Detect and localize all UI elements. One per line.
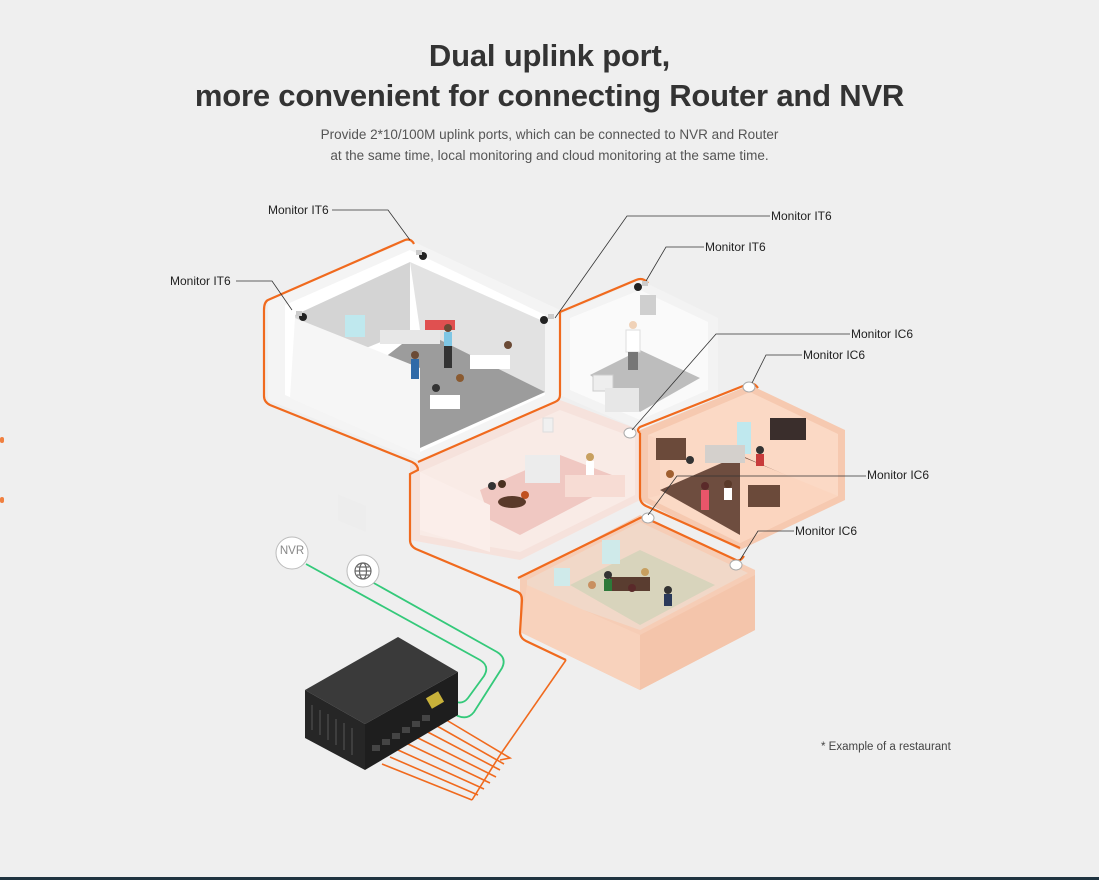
dome-camera-icon xyxy=(540,314,554,324)
callout-monitor-it6-kitchen: Monitor IT6 xyxy=(705,240,766,254)
room-deli xyxy=(268,240,560,532)
callout-monitor-ic6-dining: Monitor IC6 xyxy=(795,524,858,538)
room-kitchen xyxy=(560,280,718,430)
router-badge xyxy=(346,554,380,588)
poe-switch xyxy=(305,637,458,770)
room-cafe xyxy=(640,385,845,550)
bottom-border xyxy=(0,877,1099,880)
room-reception xyxy=(410,400,640,560)
ceiling-camera-icon xyxy=(623,427,637,439)
nvr-label: NVR xyxy=(279,545,305,557)
headline-line1: Dual uplink port, xyxy=(428,38,671,73)
callout-leader-lines xyxy=(236,209,866,561)
callout-monitor-ic6-reception: Monitor IC6 xyxy=(851,327,914,341)
cameras xyxy=(296,250,756,571)
dome-camera-icon xyxy=(634,281,648,291)
headline-line2: more convenient for connecting Router an… xyxy=(194,78,905,113)
edge-artifact xyxy=(0,497,4,503)
callout-monitor-it6-deli-right: Monitor IT6 xyxy=(771,209,832,223)
nvr-badge xyxy=(275,536,309,570)
poe-port-cables xyxy=(381,659,567,801)
footnote: * Example of a restaurant xyxy=(821,741,951,753)
subtitle-line2: at the same time, local monitoring and c… xyxy=(330,148,769,163)
dome-camera-icon xyxy=(416,250,427,260)
callout-monitor-it6-deli-top: Monitor IT6 xyxy=(268,203,329,217)
globe-icon xyxy=(354,562,372,580)
callout-monitor-it6-deli-left: Monitor IT6 xyxy=(170,274,231,288)
ceiling-camera-icon xyxy=(729,559,743,571)
ceiling-camera-icon xyxy=(641,512,655,524)
dome-camera-icon xyxy=(296,311,307,321)
edge-artifact xyxy=(0,437,4,443)
subtitle-line1: Provide 2*10/100M uplink ports, which ca… xyxy=(320,127,779,142)
callout-monitor-ic6-cafe-top: Monitor IC6 xyxy=(803,348,866,362)
callout-monitor-ic6-cafe-bottom: Monitor IC6 xyxy=(867,468,930,482)
room-dining xyxy=(520,515,755,690)
ceiling-camera-icon xyxy=(742,381,756,393)
